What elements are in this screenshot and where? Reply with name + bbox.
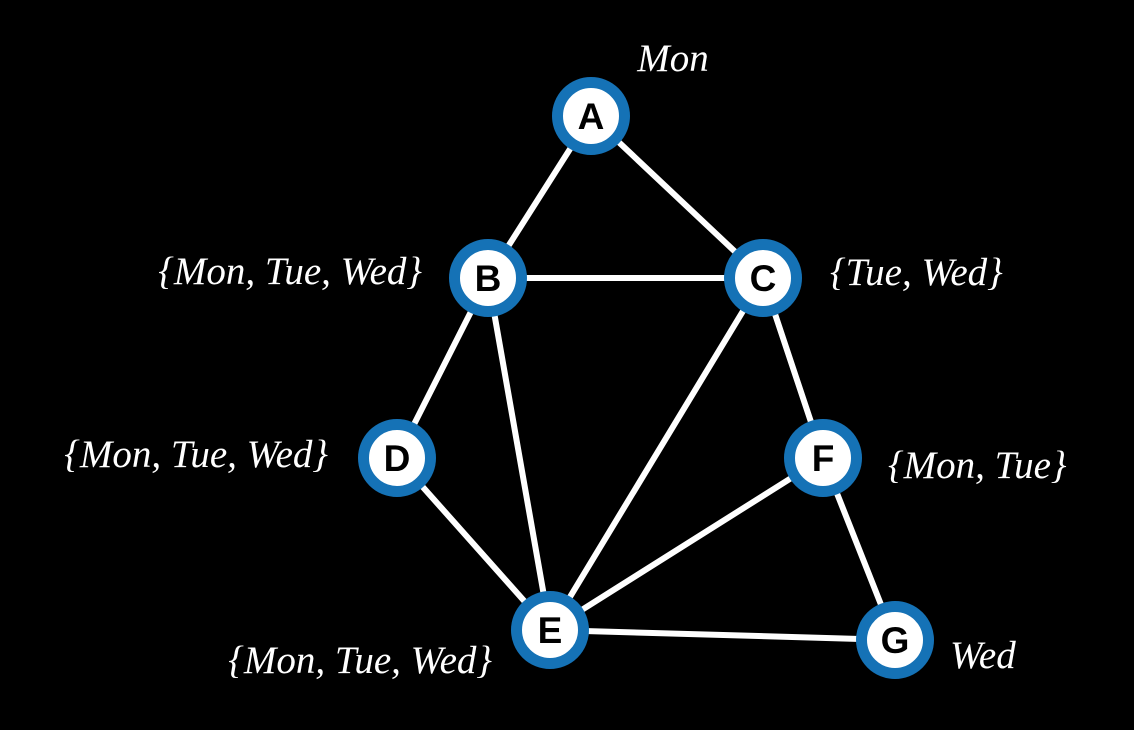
node-letter-G: G [881,620,910,661]
node-circle-A [552,77,630,155]
node-letter-E: E [538,610,563,651]
node-B: B [449,239,527,317]
day-label-C: {Tue, Wed} [830,251,1003,294]
node-circle-D [358,419,436,497]
day-label-B: {Mon, Tue, Wed} [158,250,422,293]
labels-layer: Mon {Mon, Tue, Wed} {Tue, Wed} {Mon, Tue, W… [64,37,1067,682]
node-G: G [856,601,934,679]
node-D: D [358,419,436,497]
nodes-layer: A B C D E F G [358,77,934,679]
day-label-G: Wed [950,634,1016,677]
node-letter-C: C [750,258,777,299]
edge-E-F [547,455,826,633]
day-label-D: {Mon, Tue, Wed} [64,433,328,476]
node-circle-B [449,239,527,317]
node-letter-A: A [578,96,605,137]
edge-A-C [588,113,766,281]
edge-B-E [485,275,553,633]
node-E: E [511,591,589,669]
node-letter-B: B [475,258,502,299]
edges-layer [394,113,898,643]
edge-C-E [547,275,766,633]
day-label-A: Mon [636,37,709,80]
day-label-F: {Mon, Tue} [888,444,1067,487]
node-letter-D: D [384,438,411,479]
edge-E-G [547,627,898,643]
day-label-E: {Mon, Tue, Wed} [228,639,492,682]
node-circle-F [784,419,862,497]
node-A: A [552,77,630,155]
node-circle-C [724,239,802,317]
node-F: F [784,419,862,497]
node-circle-E [511,591,589,669]
node-letter-F: F [812,438,835,479]
node-C: C [724,239,802,317]
node-circle-G [856,601,934,679]
